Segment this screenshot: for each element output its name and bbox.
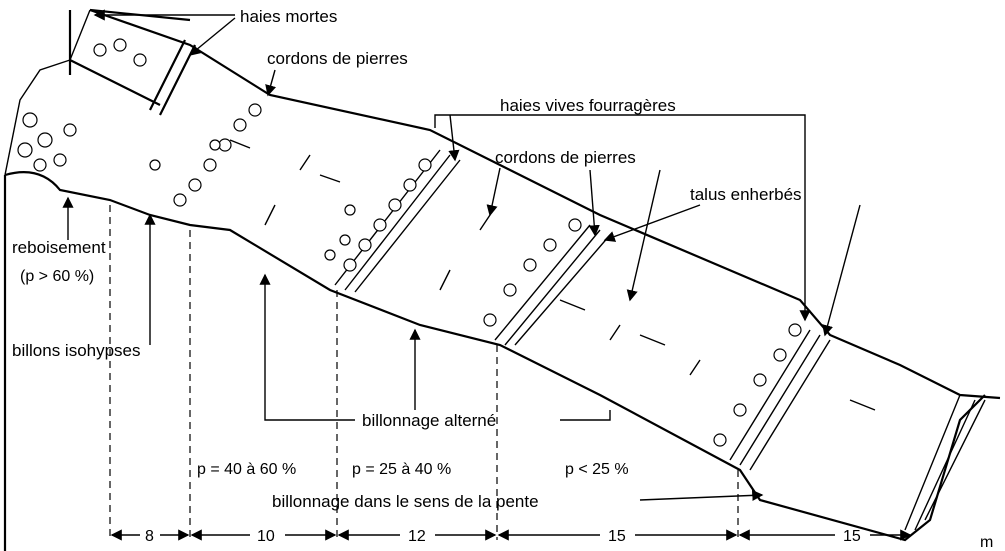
scale-15-a: 15 [608,528,626,545]
label-talus-enherbes: talus enherbés [690,185,802,204]
stone-cordon-1 [149,103,262,207]
scale-unit: m [980,534,993,551]
scale-15-b: 15 [843,528,861,545]
label-slope-under-25: p < 25 % [565,461,629,478]
slope-top-edge [89,8,1001,400]
label-reboisement: reboisement [12,238,106,257]
end-hedge [904,394,986,531]
callout-lines [62,9,861,501]
label-cordons-pierres-2: cordons de pierres [495,148,636,167]
label-billons-isohypses: billons isohypses [12,341,141,360]
slope-bottom-edge [4,171,986,542]
reforestation-trees [17,38,147,172]
grass-bank-2 [713,323,831,471]
reforestation-edge [4,9,91,176]
label-haies-vives: haies vives fourragères [500,96,676,115]
section-dividers [109,205,739,540]
scale-10: 10 [257,528,275,545]
label-haies-mortes: haies mortes [240,7,337,26]
scale-8: 8 [145,528,154,545]
label-billonnage-pente: billonnage dans le sens de la pente [272,492,539,511]
scale-12: 12 [408,528,426,545]
grass-bank-1 [483,218,611,346]
label-slope-40-60: p = 40 à 60 % [197,461,296,478]
label-slope-25-40: p = 25 à 40 % [352,461,451,478]
label-cordons-pierres-1: cordons de pierres [267,49,408,68]
label-reboisement-slope: (p > 60 %) [20,268,94,285]
living-hedge-1 [324,149,461,293]
ridge-marks [229,139,876,411]
label-billonnage-alterne: billonnage alterné [362,411,496,430]
